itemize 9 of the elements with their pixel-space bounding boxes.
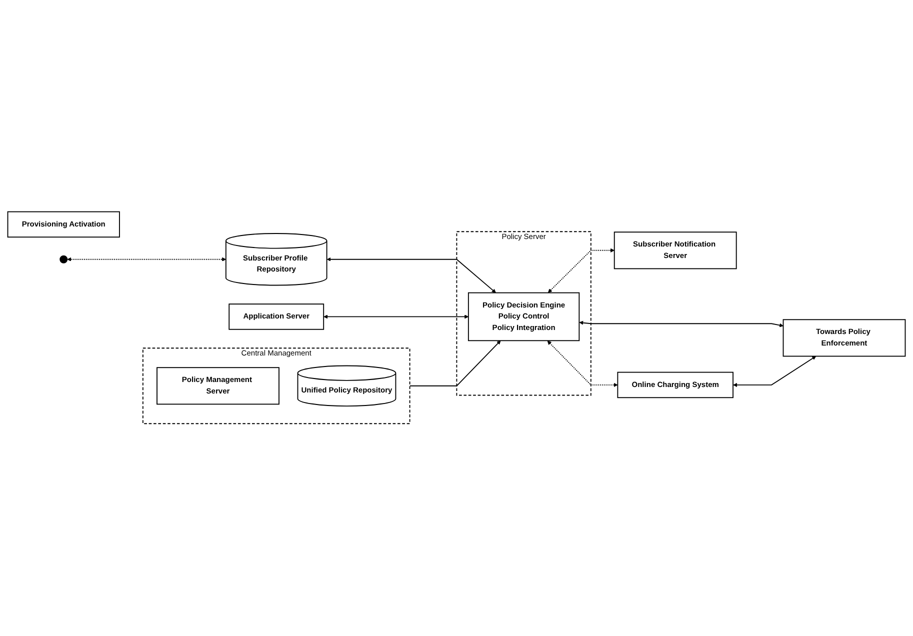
arrow bbox=[733, 356, 816, 388]
arrow bbox=[324, 314, 469, 320]
arrow bbox=[547, 340, 618, 388]
arrow bbox=[579, 321, 784, 328]
arrow bbox=[548, 248, 615, 294]
arrow bbox=[67, 258, 226, 262]
node-circle bbox=[60, 256, 68, 264]
arrow bbox=[409, 340, 501, 387]
arrow bbox=[326, 258, 496, 294]
